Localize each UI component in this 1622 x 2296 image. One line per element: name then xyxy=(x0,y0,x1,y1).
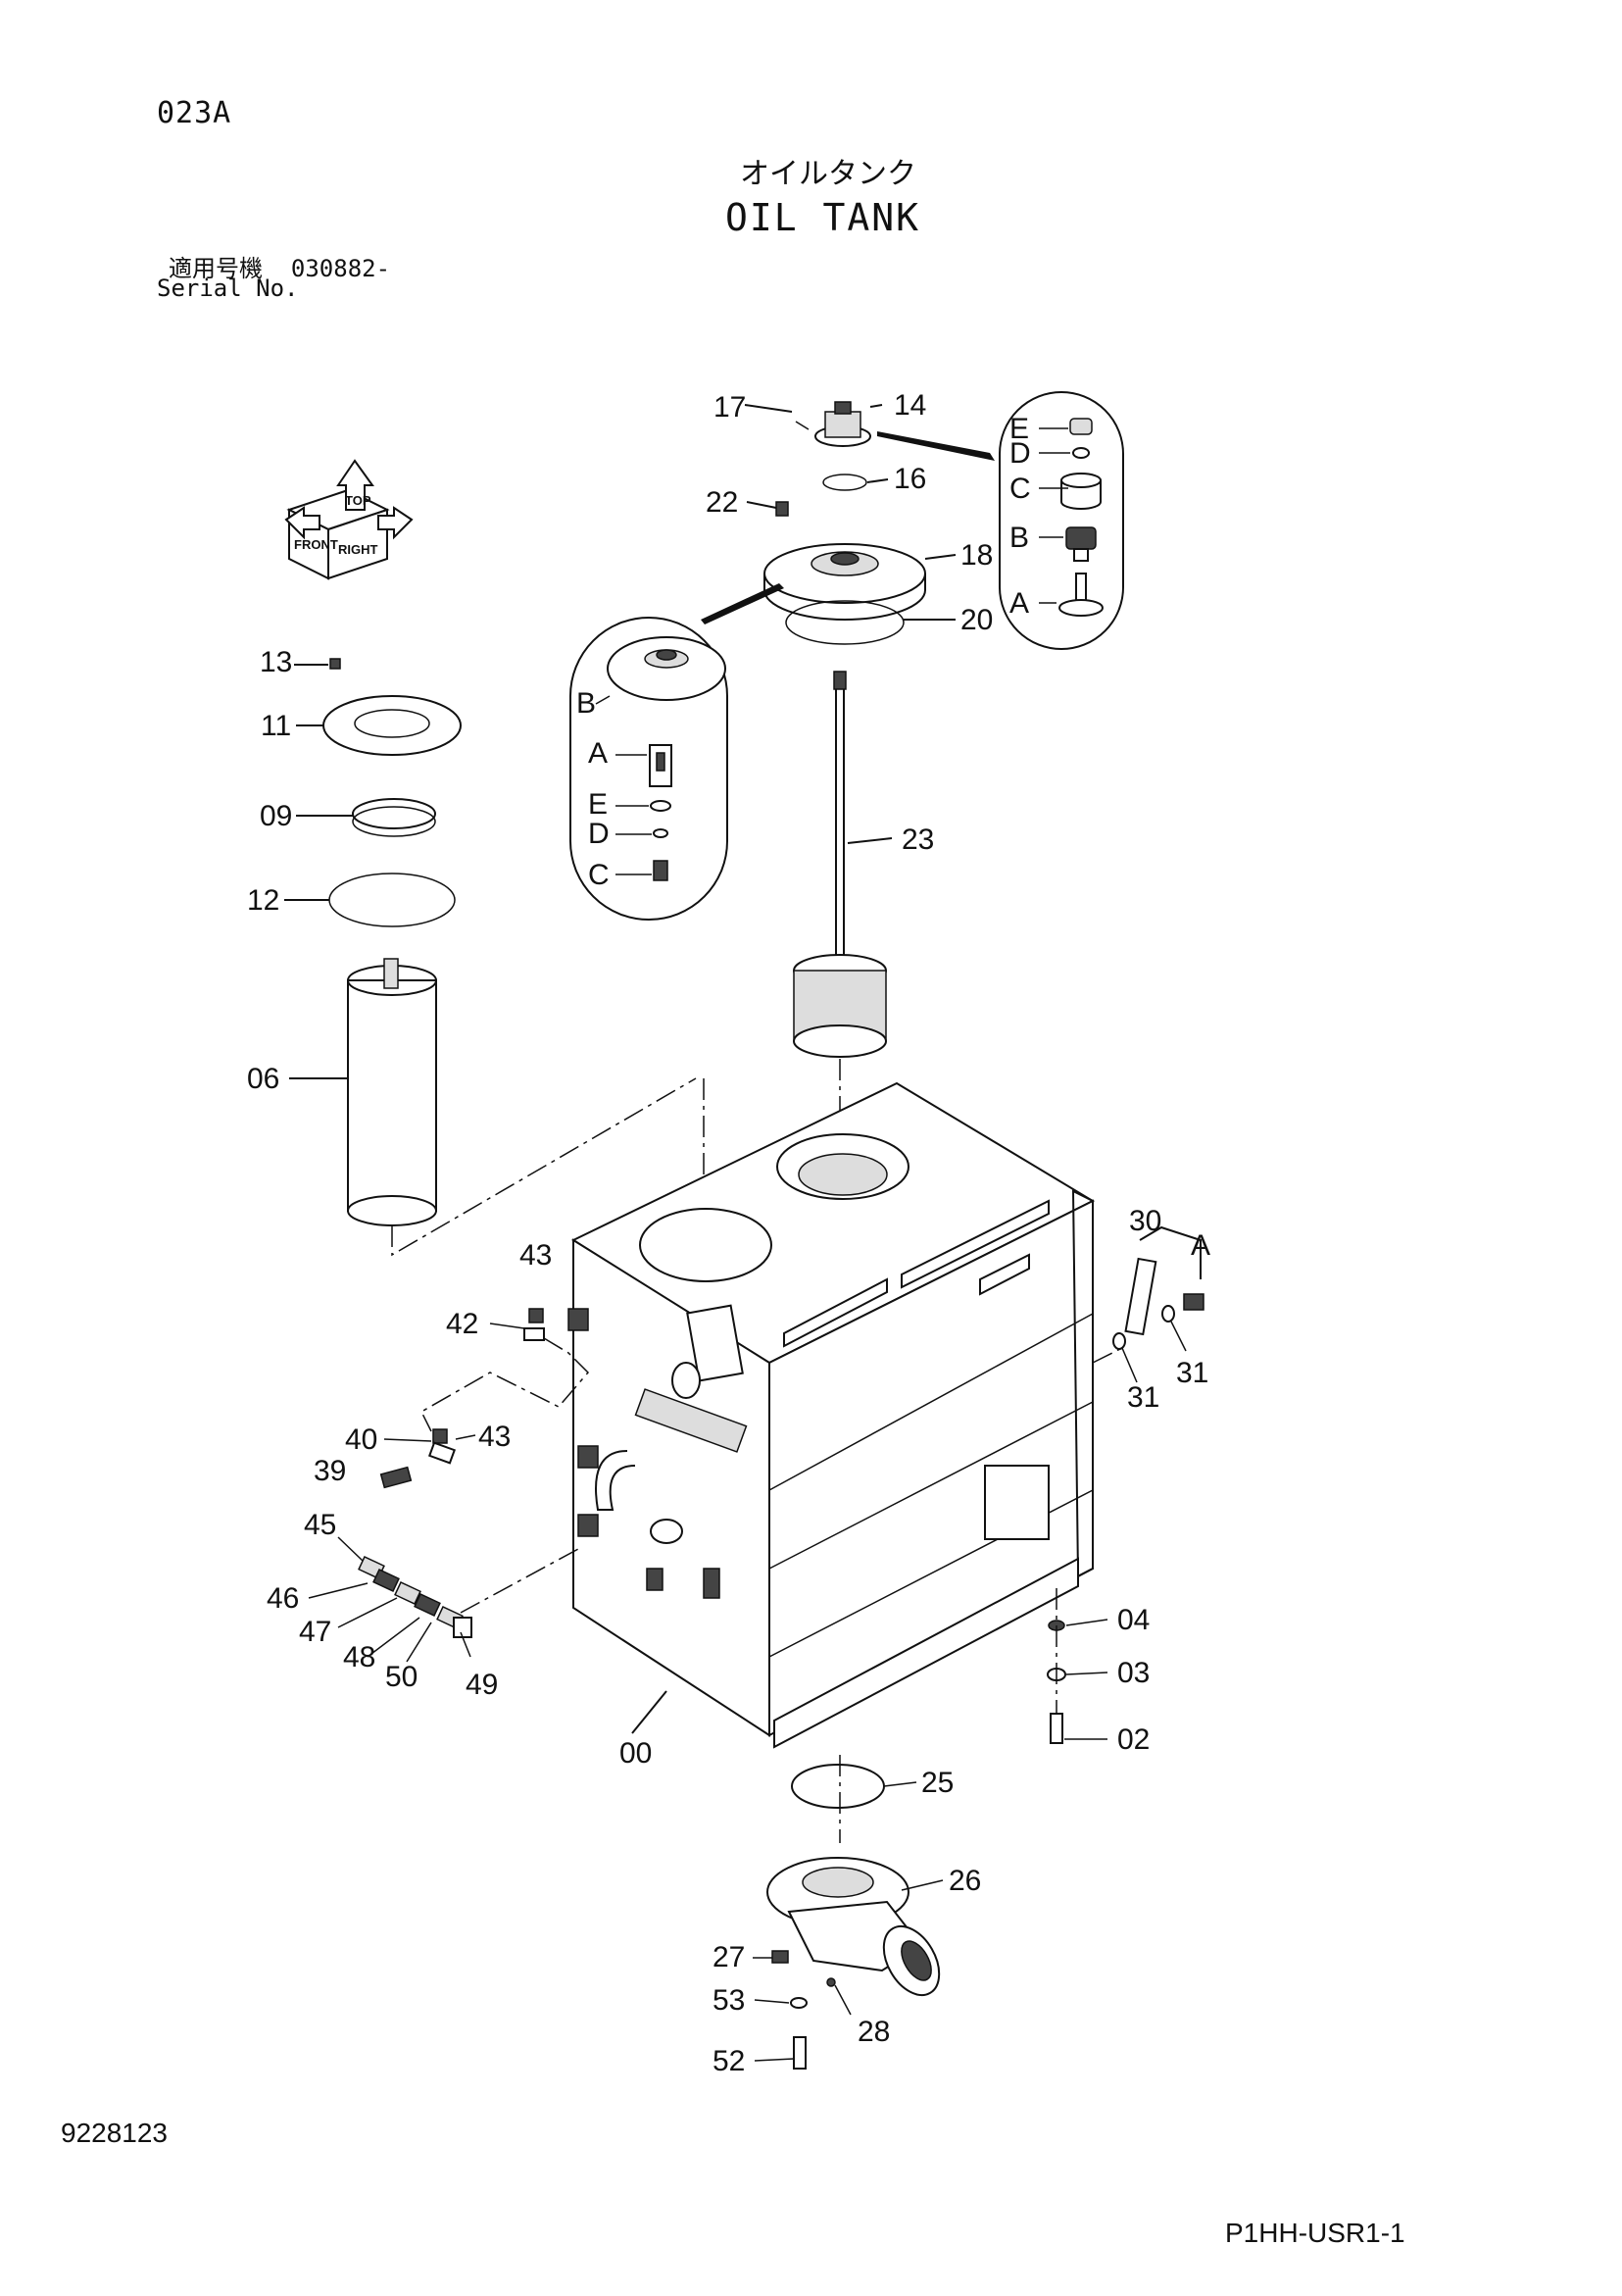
callout-48: 48 xyxy=(343,1641,375,1673)
callout-02: 02 xyxy=(1117,1723,1150,1756)
callout-14: 14 xyxy=(894,389,926,422)
callout-16: 16 xyxy=(894,463,926,495)
serial-value: 030882- xyxy=(290,255,391,282)
detail-cover-label-a: A xyxy=(588,737,608,770)
callout-43a: 43 xyxy=(519,1239,552,1272)
detail-breather-label-a: A xyxy=(1009,587,1029,620)
detail-cover-label-b: B xyxy=(576,687,596,720)
callout-26: 26 xyxy=(949,1865,981,1897)
callout-42: 42 xyxy=(446,1308,478,1340)
callout-09: 09 xyxy=(260,800,292,832)
leader-45 xyxy=(337,1536,364,1562)
leader-50 xyxy=(406,1622,432,1663)
leader-43b xyxy=(455,1434,476,1440)
detail-cover-label-e: E xyxy=(588,788,608,821)
callout-18: 18 xyxy=(960,539,993,572)
callout-53: 53 xyxy=(713,1984,745,2017)
direction-cube-icon: FRONT TOP RIGHT xyxy=(284,459,414,580)
detail-breather-label-c: C xyxy=(1009,473,1031,505)
leader-26 xyxy=(901,1879,944,1891)
callout-50: 50 xyxy=(385,1661,418,1693)
leader-14 xyxy=(869,404,883,408)
callout-12: 12 xyxy=(247,884,279,917)
direction-front-label: FRONT xyxy=(294,537,338,552)
callout-46: 46 xyxy=(267,1582,299,1615)
detail-breather-label-b: B xyxy=(1009,522,1029,554)
leader-28 xyxy=(834,1984,852,2016)
callout-00: 00 xyxy=(619,1737,652,1770)
callout-22: 22 xyxy=(706,486,738,519)
title-japanese: オイルタンク xyxy=(740,157,916,191)
callout-27: 27 xyxy=(713,1941,745,1973)
suction-strainer xyxy=(793,671,887,1058)
leader-00 xyxy=(631,1690,667,1734)
callout-47: 47 xyxy=(299,1616,331,1648)
center-line-filter xyxy=(391,1077,705,1257)
callout-52: 52 xyxy=(713,2045,745,2077)
detail-30-label-a: A xyxy=(1191,1229,1210,1262)
detail-breather-label-d: D xyxy=(1009,437,1031,470)
leader-47 xyxy=(337,1597,398,1628)
cover-detail-view: B A E D C xyxy=(569,583,784,921)
detail-cover-label-c: C xyxy=(588,859,610,891)
leader-17 xyxy=(744,404,793,413)
leader-46 xyxy=(308,1582,369,1599)
callout-30: 30 xyxy=(1129,1205,1161,1237)
suction-flange-assembly xyxy=(766,1755,941,2070)
leader-31b xyxy=(1170,1321,1187,1352)
callout-31b: 31 xyxy=(1176,1357,1208,1389)
leader-42 xyxy=(489,1323,525,1329)
callout-49: 49 xyxy=(466,1669,498,1701)
direction-top-label: TOP xyxy=(345,493,371,508)
callout-40: 40 xyxy=(345,1423,377,1456)
callout-23: 23 xyxy=(902,824,934,856)
leader-18 xyxy=(924,554,957,560)
leader-49 xyxy=(460,1631,471,1658)
leader-03 xyxy=(1065,1672,1108,1675)
leader-48 xyxy=(367,1617,420,1658)
callout-20: 20 xyxy=(960,604,993,636)
leader-52 xyxy=(754,2058,795,2062)
callout-04: 04 xyxy=(1117,1604,1150,1636)
sensor-fittings xyxy=(379,1308,590,1489)
detail-cover-label-d: D xyxy=(588,818,610,850)
leader-04 xyxy=(1065,1619,1108,1626)
serial-label-jp: 適用号機 xyxy=(169,255,263,282)
side-guide-assembly xyxy=(1092,1225,1204,1364)
return-filter-assembly xyxy=(322,658,462,1226)
callout-45: 45 xyxy=(304,1509,336,1541)
leader-53 xyxy=(754,1999,790,2004)
serial-row: 適用号機 030882- xyxy=(169,249,390,283)
leader-31a xyxy=(1121,1347,1138,1383)
callout-43b: 43 xyxy=(478,1421,511,1453)
callout-11: 11 xyxy=(261,710,291,742)
serial-label-en: Serial No. xyxy=(157,275,299,302)
page-id: 023A xyxy=(157,96,232,130)
callout-31a: 31 xyxy=(1127,1381,1159,1414)
document-number: 9228123 xyxy=(61,2118,169,2148)
sheet-code: P1HH-USR1-1 xyxy=(1225,2218,1405,2248)
breather-assembly xyxy=(763,401,926,645)
callout-39: 39 xyxy=(314,1455,346,1487)
callout-06: 06 xyxy=(247,1063,279,1095)
callout-13: 13 xyxy=(260,646,292,678)
callout-25: 25 xyxy=(921,1767,954,1799)
callout-17: 17 xyxy=(713,391,746,424)
leader-23 xyxy=(847,837,893,844)
leader-22 xyxy=(746,501,777,509)
page-title: OIL TANK xyxy=(725,196,921,239)
oil-tank-body xyxy=(567,1081,1096,1749)
breather-detail-view: E D C B A xyxy=(877,391,1124,650)
detail-breather-label-e: E xyxy=(1009,413,1029,445)
leader-16 xyxy=(866,478,889,483)
callout-03: 03 xyxy=(1117,1657,1150,1689)
mounting-hardware xyxy=(1047,1588,1066,1744)
direction-right-label: RIGHT xyxy=(338,542,378,557)
leader-25 xyxy=(883,1781,917,1787)
callout-28: 28 xyxy=(858,2016,890,2048)
pipe-fittings xyxy=(358,1548,579,1638)
leader-40 xyxy=(383,1438,432,1442)
